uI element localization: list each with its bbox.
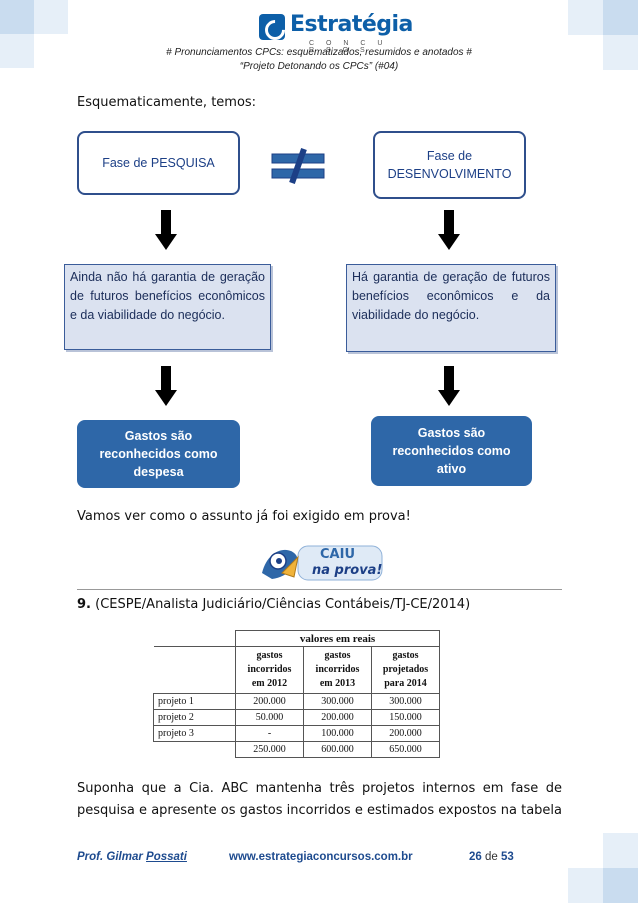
row-label: projeto 2 (153, 709, 236, 726)
column-header-text: para 2014 (384, 678, 427, 689)
corner-decoration-top-left (0, 0, 70, 70)
table-row: projeto 3 - 100.000 200.000 (153, 725, 440, 742)
table-total-row: 250.000 600.000 650.000 (153, 741, 440, 758)
expense-result-line-3: despesa (133, 465, 184, 480)
column-header-text: em 2012 (251, 678, 288, 689)
expense-result-box: Gastos são reconhecidos como despesa (77, 420, 240, 488)
asset-result-line-2: reconhecidos como (392, 443, 511, 458)
table-cell: 150.000 (371, 709, 440, 726)
research-phase-box: Fase de PESQUISA (77, 131, 240, 195)
down-arrow-icon (155, 210, 177, 250)
column-header-2012: gastos incorridos em 2012 (235, 646, 304, 694)
row-label (153, 741, 236, 758)
question-source: (CESPE/Analista Judiciário/Ciências Cont… (95, 597, 471, 612)
brand-subtitle: C O N C U R S O S (309, 40, 388, 54)
corner-decoration-top-right (568, 0, 638, 70)
column-header-text: gastos (256, 650, 283, 661)
asset-result-line-3: ativo (436, 462, 467, 477)
column-header-text: incorridos (315, 664, 360, 675)
table-cell: - (235, 725, 304, 742)
footer-author: Prof. Gilmar Possati (77, 851, 187, 863)
corner-decoration-bottom-right (568, 833, 638, 903)
table-cell: 200.000 (303, 709, 372, 726)
intro-text: Esquematicamente, temos: (77, 95, 257, 110)
badge-line-2: na prova! (312, 563, 383, 578)
author-prefix: Prof. Gilmar (77, 851, 147, 863)
development-phase-info: Há garantia de geração de futuros benefí… (346, 264, 556, 352)
research-phase-label: Fase de PESQUISA (102, 155, 215, 170)
badge-line-1: CAIU (320, 547, 355, 562)
current-page: 26 (469, 851, 482, 863)
logo-icon (259, 14, 285, 40)
costs-table: valores em reais gastos incorridos em 20… (153, 630, 440, 758)
table-cell: 600.000 (303, 741, 372, 758)
table-header-row: valores em reais (153, 630, 440, 647)
table-cell: 650.000 (371, 741, 440, 758)
column-header-2013: gastos incorridos em 2013 (303, 646, 372, 694)
development-phase-box: Fase de DESENVOLVIMENTO (373, 131, 526, 199)
section-divider (77, 589, 562, 590)
column-header-text: gastos (392, 650, 419, 661)
asset-result-line-1: Gastos são (417, 425, 486, 440)
column-header-text: em 2013 (319, 678, 356, 689)
development-phase-label-1: Fase de (426, 148, 473, 163)
column-header-2014: gastos projetados para 2014 (371, 646, 440, 694)
table-row: projeto 2 50.000 200.000 150.000 (153, 709, 440, 726)
research-phase-info: Ainda não há garantia de geração de futu… (64, 264, 271, 350)
column-header-text: incorridos (247, 664, 292, 675)
question-number: 9. (77, 597, 91, 612)
footer-page-number: 26 de 53 (469, 851, 514, 863)
table-cell: 300.000 (371, 693, 440, 710)
table-cell: 200.000 (371, 725, 440, 742)
caiu-na-prova-graphic (262, 545, 383, 581)
brand-name: Estratégia (290, 12, 413, 37)
table-cell: 100.000 (303, 725, 372, 742)
paragraph-line-2: pesquisa e apresente os gastos incorrido… (77, 803, 562, 818)
question-header: 9. (CESPE/Analista Judiciário/Ciências C… (77, 597, 470, 612)
column-header-text: projetados (382, 664, 429, 675)
paragraph-line-1: Suponha que a Cia. ABC mantenha três pro… (77, 781, 562, 796)
table-cell: 250.000 (235, 741, 304, 758)
down-arrow-icon (438, 366, 460, 406)
table-corner-cell (153, 630, 236, 647)
table-row: projeto 1 200.000 300.000 300.000 (153, 693, 440, 710)
expense-result-line-2: reconhecidos como (99, 446, 218, 461)
not-equal-icon (271, 148, 325, 184)
page-of: de (485, 851, 498, 863)
down-arrow-icon (155, 366, 177, 406)
asset-result-box: Gastos são reconhecidos como ativo (371, 416, 532, 486)
table-cell: 200.000 (235, 693, 304, 710)
estrategia-logo: Estratégia C O N C U R S O S (259, 12, 413, 54)
row-label: projeto 3 (153, 725, 236, 742)
caiu-na-prova-badge: CAIU na prova! (258, 543, 384, 583)
footer-site-link[interactable]: www.estrategiaconcursos.com.br (229, 851, 413, 863)
transition-text: Vamos ver como o assunto já foi exigido … (77, 509, 411, 524)
header-line-1: # Pronunciamentos CPCs: esquematizados, … (166, 47, 472, 58)
development-phase-label-2: DESENVOLVIMENTO (387, 167, 512, 181)
total-pages: 53 (501, 851, 514, 863)
expense-result-line-1: Gastos são (124, 428, 193, 443)
header-line-2: “Projeto Detonando os CPCs” (#04) (239, 61, 399, 72)
group-header: valores em reais (235, 630, 440, 647)
table-label-cell (153, 646, 236, 694)
author-last-name: Possati (146, 851, 187, 863)
row-label: projeto 1 (153, 693, 236, 710)
down-arrow-icon (438, 210, 460, 250)
column-header-text: gastos (324, 650, 351, 661)
table-cell: 300.000 (303, 693, 372, 710)
table-cell: 50.000 (235, 709, 304, 726)
table-column-header-row: gastos incorridos em 2012 gastos incorri… (153, 646, 440, 694)
